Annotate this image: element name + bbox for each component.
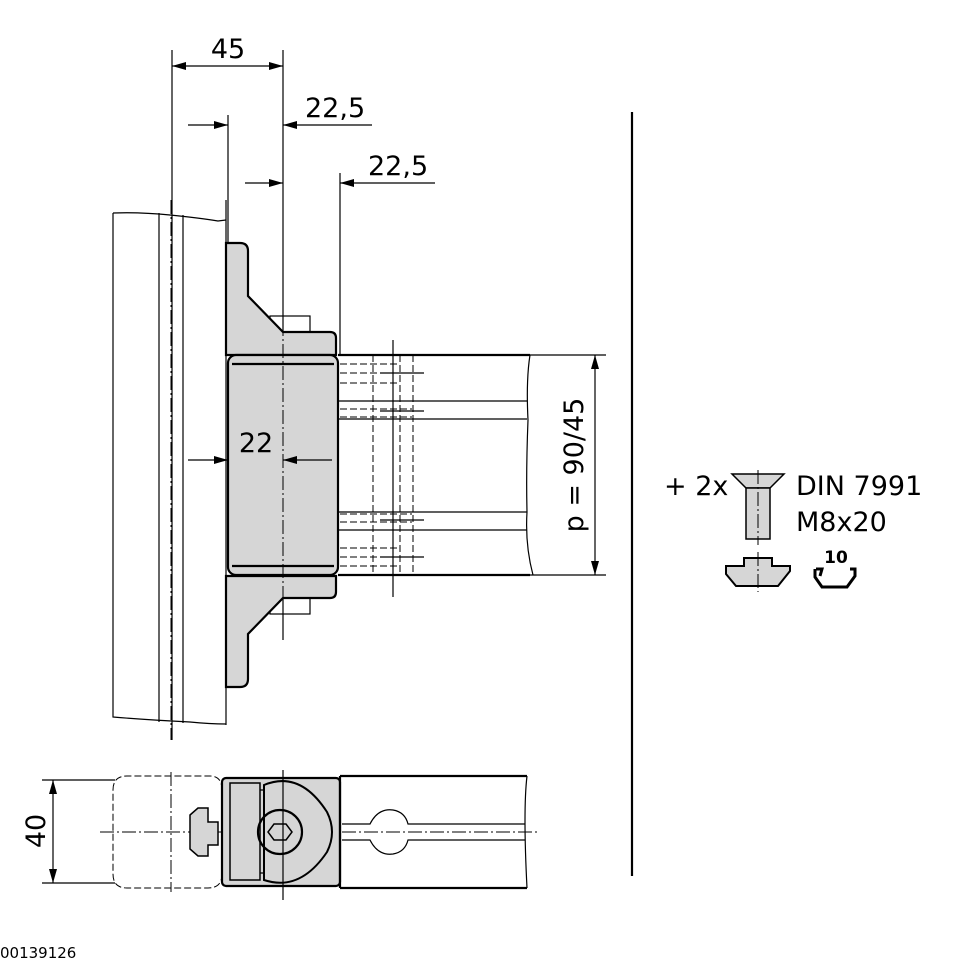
quantity-label: + 2x	[664, 471, 728, 502]
dimension-pitch-label: p = 90/45	[559, 398, 590, 533]
dimension-22-label: 22	[239, 428, 273, 459]
dimension-40: 40	[21, 779, 115, 884]
dimension-40-label: 40	[21, 814, 52, 848]
screw-standard-label: DIN 7991	[796, 471, 922, 502]
dimension-22-5-a: 22,5	[188, 93, 372, 129]
screw-size-label: M8x20	[796, 507, 887, 538]
dimension-22-5-b: 22,5	[245, 151, 435, 187]
dimension-22: 22	[188, 428, 332, 464]
t-nut-icon	[725, 552, 791, 592]
right-profile-side-view	[338, 340, 534, 597]
dimension-22-5-b-label: 22,5	[368, 151, 428, 182]
accessory-kit: + 2x DIN 7991 M8x20 10	[664, 470, 922, 592]
slot-profile-icon	[813, 567, 857, 589]
top-view	[100, 770, 540, 900]
dimension-45: 45	[172, 34, 283, 70]
dimension-22-5-a-label: 22,5	[305, 93, 365, 124]
drawing-number: 00139126	[0, 944, 77, 962]
dimension-pitch: p = 90/45	[527, 354, 606, 576]
countersunk-screw-icon	[730, 470, 786, 545]
bracket-side-view	[224, 241, 340, 689]
slot-size-label: 10	[824, 548, 848, 568]
left-profile-side-view	[112, 200, 227, 740]
dimension-45-label: 45	[211, 34, 245, 65]
